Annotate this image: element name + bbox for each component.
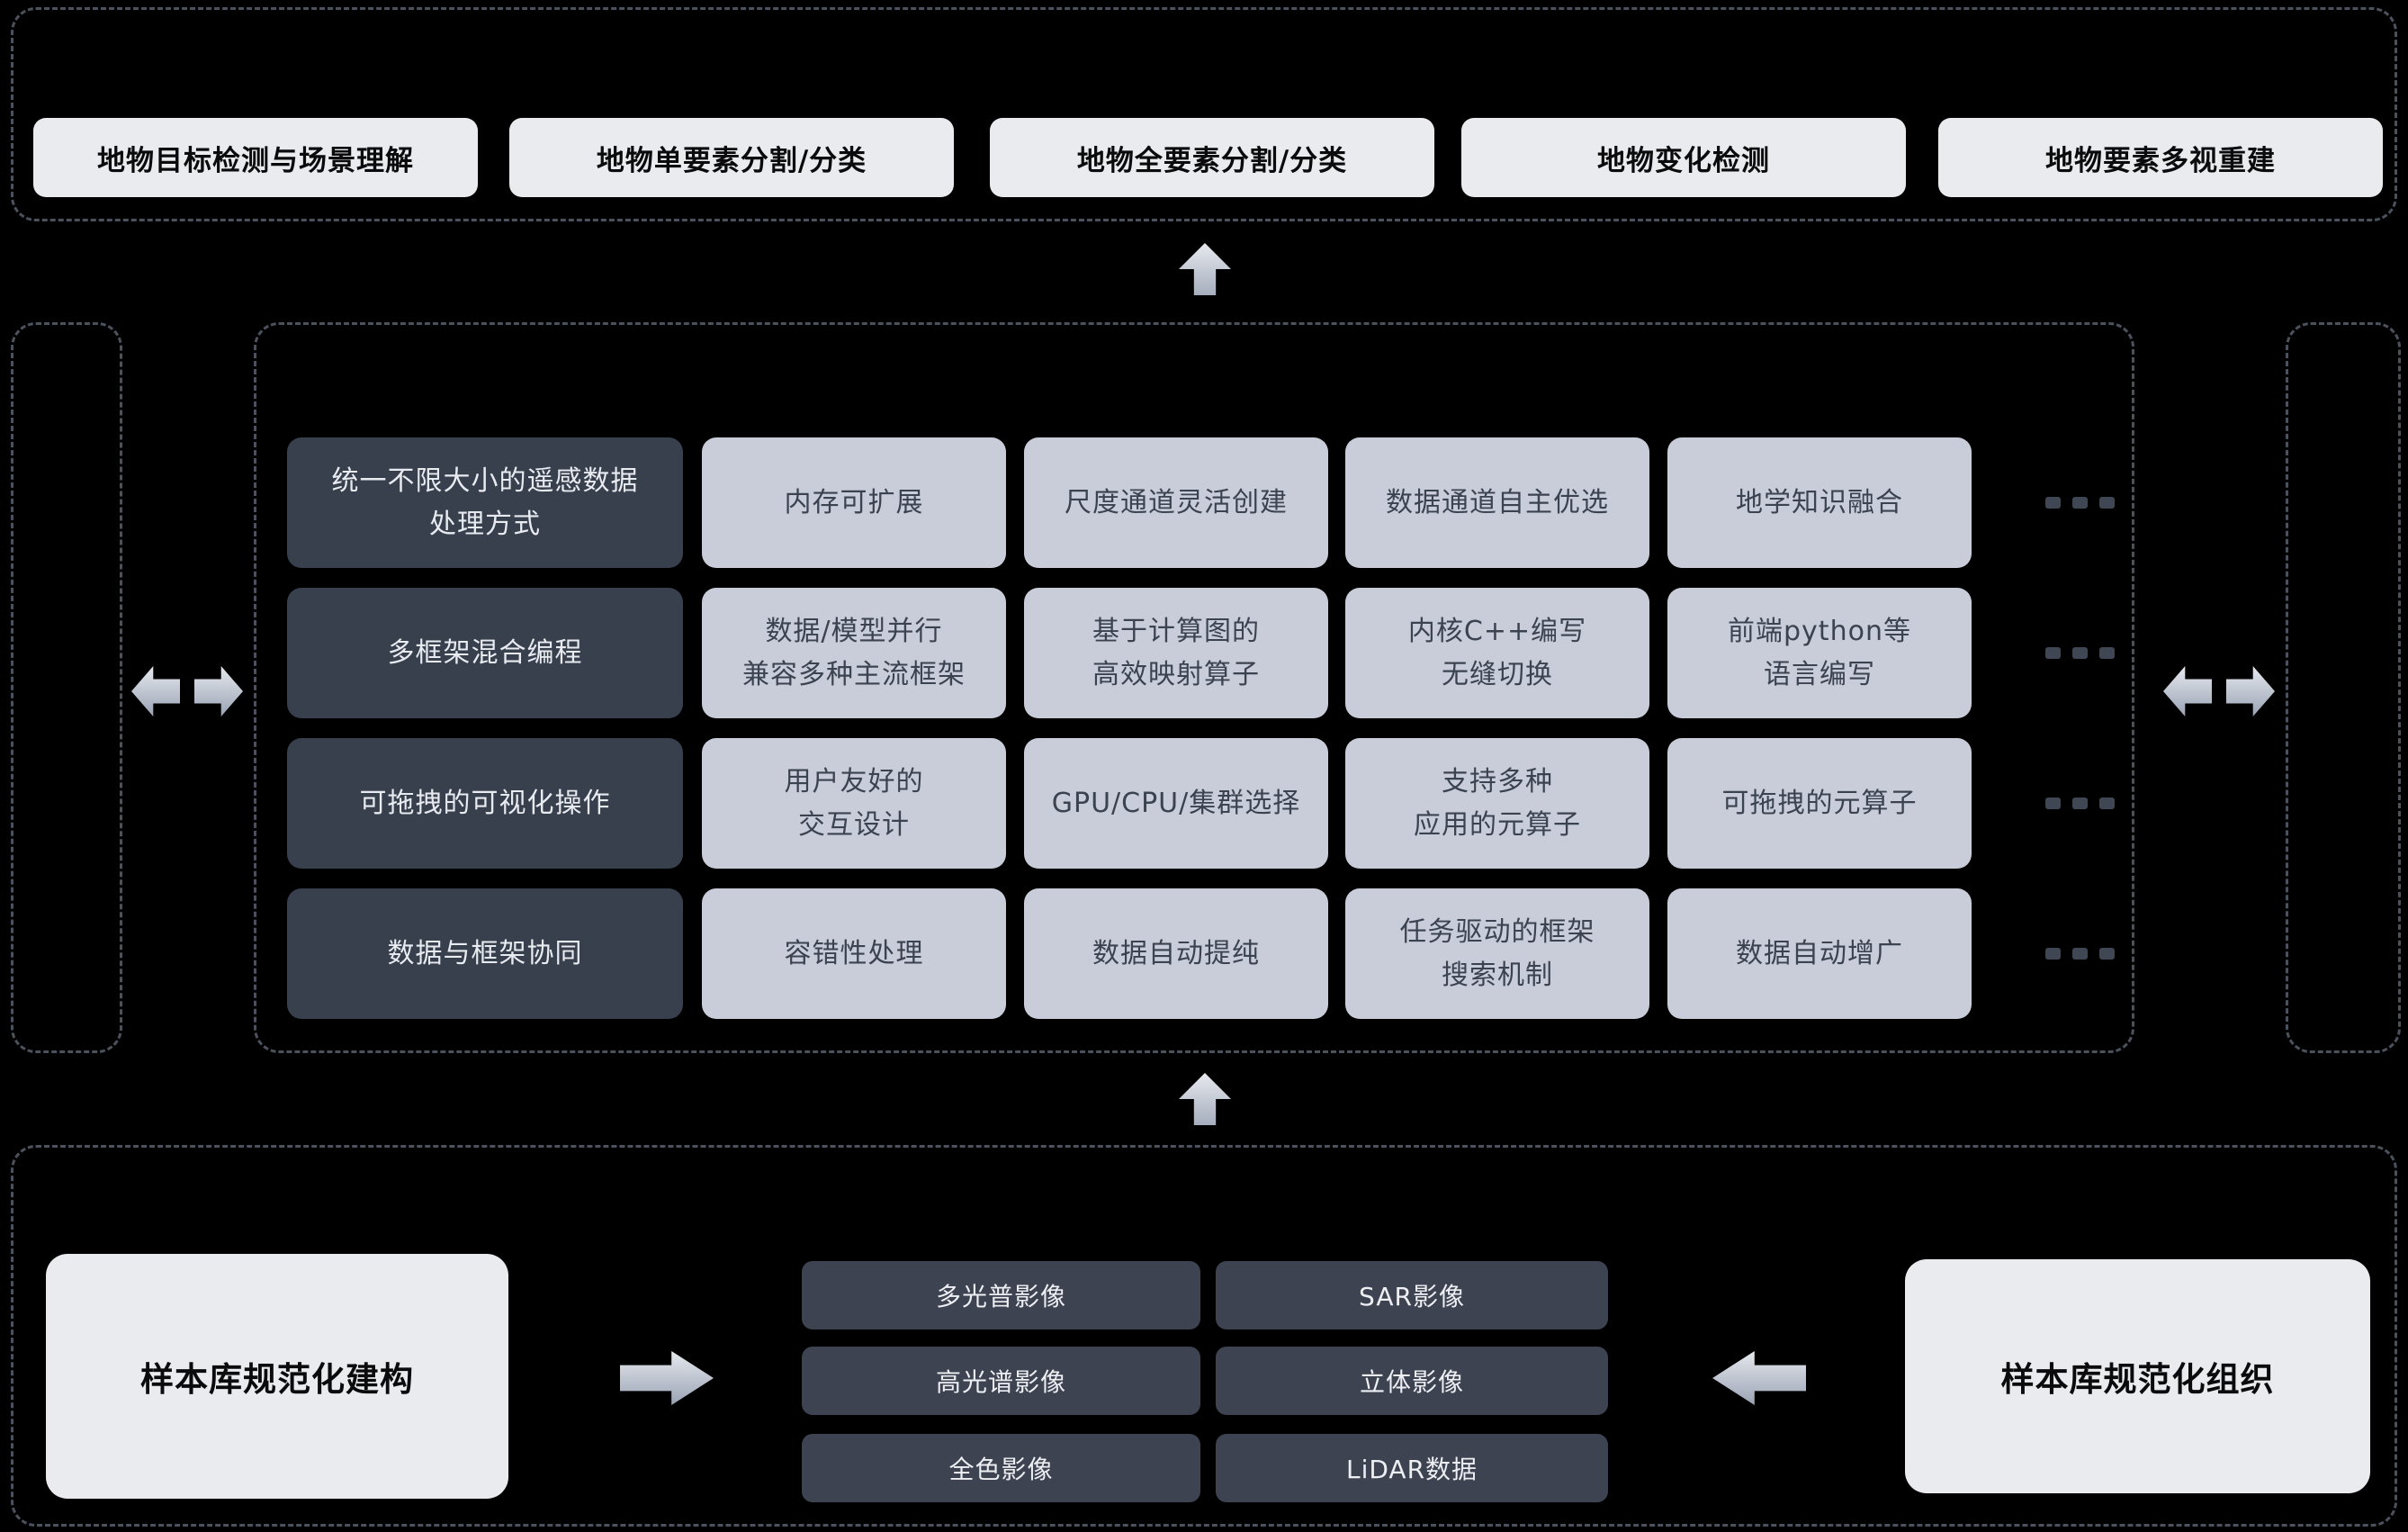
sample-construction-box: 样本库规范化建构	[46, 1254, 508, 1499]
feature-cell: 多框架混合编程	[287, 588, 683, 718]
feature-cell: 数据与框架协同	[287, 888, 683, 1019]
right-arrow-icon	[2226, 666, 2275, 716]
right-arrow-icon	[620, 1351, 714, 1405]
right-side-frame	[2286, 322, 2401, 1053]
left-arrow-icon	[2163, 666, 2212, 716]
dot	[2045, 497, 2061, 509]
left-arrow-icon	[1712, 1351, 1806, 1405]
application-box: 地物单要素分割/分类	[509, 118, 954, 197]
dot	[2099, 497, 2115, 509]
data-type-box: LiDAR数据	[1216, 1434, 1608, 1502]
capability-cell: 可拖拽的元算子	[1667, 738, 1972, 869]
dot	[2045, 948, 2061, 960]
capability-cell: GPU/CPU/集群选择	[1024, 738, 1328, 869]
data-type-box: 高光谱影像	[802, 1347, 1200, 1415]
capability-cell: 任务驱动的框架 搜索机制	[1345, 888, 1649, 1019]
feature-cell: 统一不限大小的遥感数据 处理方式	[287, 437, 683, 568]
data-type-box: 多光普影像	[802, 1261, 1200, 1329]
capability-cell: 尺度通道灵活创建	[1024, 437, 1328, 568]
up-arrow-icon	[1179, 1073, 1231, 1125]
capability-cell: 容错性处理	[702, 888, 1006, 1019]
dot	[2099, 798, 2115, 809]
capability-cell: 地学知识融合	[1667, 437, 1972, 568]
dot	[2072, 798, 2088, 809]
application-box: 地物要素多视重建	[1938, 118, 2383, 197]
capability-cell: 用户友好的 交互设计	[702, 738, 1006, 869]
left-side-frame	[11, 322, 122, 1053]
capability-cell: 前端python等 语言编写	[1667, 588, 1972, 718]
bottom-section-frame: 样本库规范化建构 多光普影像 SAR影像 高光谱影像 立体影像 全色影像 LiD…	[11, 1145, 2397, 1527]
application-box: 地物目标检测与场景理解	[33, 118, 478, 197]
capability-cell: 内核C++编写 无缝切换	[1345, 588, 1649, 718]
framework-section-frame: 统一不限大小的遥感数据 处理方式 多框架混合编程 可拖拽的可视化操作 数据与框架…	[254, 322, 2134, 1053]
data-type-box: 全色影像	[802, 1434, 1200, 1502]
right-arrow-icon	[194, 666, 243, 716]
dot	[2045, 647, 2061, 659]
capability-cell: 基于计算图的 高效映射算子	[1024, 588, 1328, 718]
capability-cell: 支持多种 应用的元算子	[1345, 738, 1649, 869]
data-type-box: 立体影像	[1216, 1347, 1608, 1415]
up-arrow-icon	[1179, 243, 1231, 295]
application-box: 地物变化检测	[1461, 118, 1906, 197]
dot	[2072, 647, 2088, 659]
dot	[2072, 497, 2088, 509]
feature-cell: 可拖拽的可视化操作	[287, 738, 683, 869]
ellipsis-icon	[2045, 647, 2115, 659]
ellipsis-icon	[2045, 948, 2115, 960]
dot	[2099, 647, 2115, 659]
dot	[2099, 948, 2115, 960]
sample-organization-box: 样本库规范化组织	[1905, 1259, 2370, 1493]
capability-cell: 数据通道自主优选	[1345, 437, 1649, 568]
capability-cell: 数据/模型并行 兼容多种主流框架	[702, 588, 1006, 718]
dot	[2045, 798, 2061, 809]
top-section-frame: 地物目标检测与场景理解 地物单要素分割/分类 地物全要素分割/分类 地物变化检测…	[11, 7, 2397, 221]
left-arrow-icon	[131, 666, 180, 716]
dot	[2072, 948, 2088, 960]
capability-cell: 数据自动提纯	[1024, 888, 1328, 1019]
capability-cell: 数据自动增广	[1667, 888, 1972, 1019]
ellipsis-icon	[2045, 497, 2115, 509]
application-box: 地物全要素分割/分类	[990, 118, 1434, 197]
data-type-box: SAR影像	[1216, 1261, 1608, 1329]
ellipsis-icon	[2045, 798, 2115, 809]
capability-cell: 内存可扩展	[702, 437, 1006, 568]
